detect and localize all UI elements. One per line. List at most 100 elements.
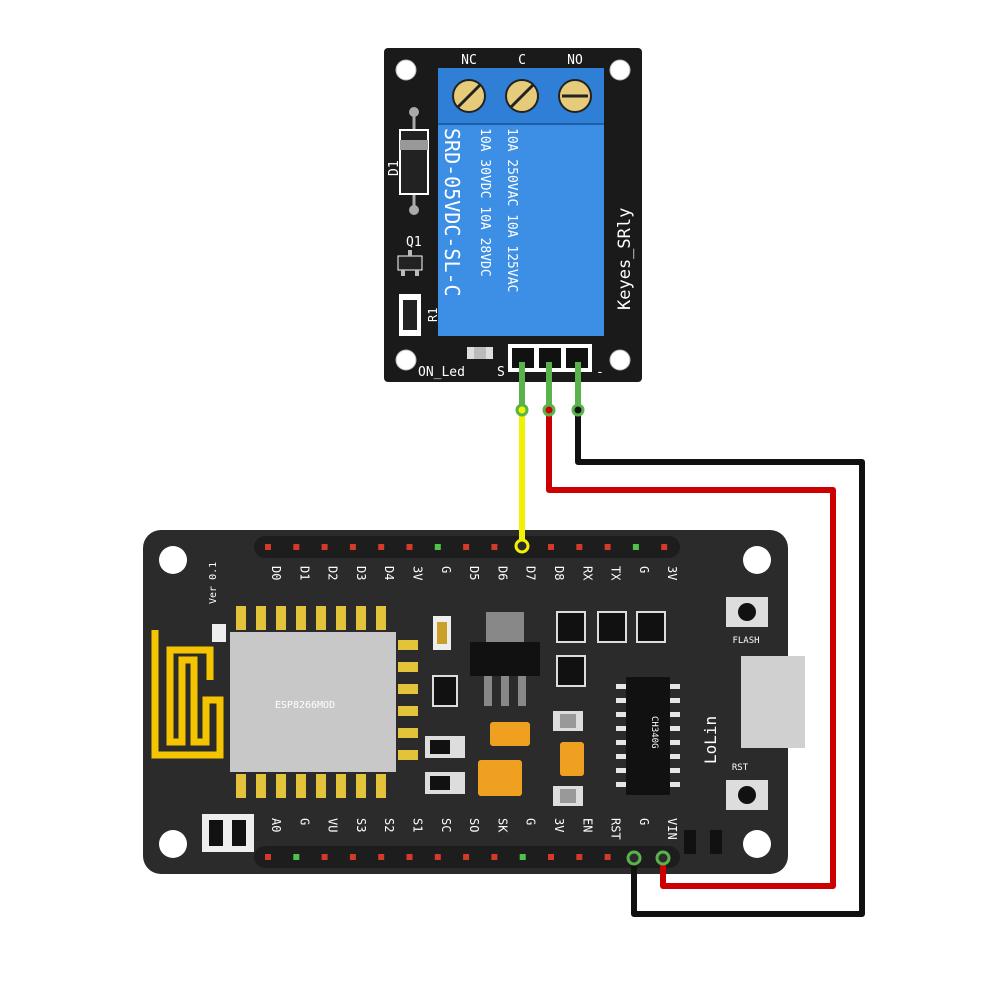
terminal-label-no: NO [567,53,583,68]
relay-spec-line1: 10A 250VAC 10A 125VAC [504,128,519,292]
top-pin-label: 3V [665,566,679,580]
transistor-small [432,675,458,707]
bottom-pin-s3 [349,854,356,860]
bottom-pin-label: G [297,818,311,825]
relay-brand: Keyes_SRly [615,208,635,310]
esp-pin [398,706,418,716]
d7-pin-connection [514,538,530,554]
esp-pin [336,774,346,798]
resistor-r1 [399,294,421,336]
top-pin-label: D5 [467,566,481,580]
terminal-screw-nc[interactable] [452,79,486,113]
esp-pin [398,728,418,738]
esp-pin [376,774,386,798]
top-pin-d2 [321,544,328,550]
board-brand: LoLin [701,716,720,764]
bottom-pin-g [293,854,300,860]
smd-diode [425,736,465,758]
top-pin-label: D4 [382,566,396,580]
g-pin-connection [626,850,642,866]
bottom-pin-label: G [637,818,651,825]
esp-pin [236,774,246,798]
esp-pin [356,774,366,798]
mounting-hole [743,546,771,574]
bottom-pin-label: SC [439,818,453,832]
esp-pin [398,684,418,694]
esp-pin [316,774,326,798]
bottom-pin-sk [491,854,498,860]
esp8266-module [230,632,396,772]
voltage-regulator [470,612,540,706]
esp-pin [296,774,306,798]
bottom-pin-label: S2 [382,818,396,832]
esp-pin [276,606,286,630]
bottom-pin-label: VU [326,818,340,832]
esp-pin [296,606,306,630]
top-pin-rx [576,544,583,550]
wire-end-power [542,403,556,417]
bottom-pin-label: A0 [269,818,283,832]
esp-pin [356,606,366,630]
bottom-pin-rst [604,854,611,860]
top-pin-d6 [491,544,498,550]
bottom-pin-label: SO [467,818,481,832]
transistor-q1 [397,250,423,276]
mounting-hole [609,349,631,371]
flash-button[interactable] [726,597,768,627]
micro-usb-port[interactable] [741,656,805,748]
minus-pin-label: - [596,365,604,380]
bottom-right-parts [684,830,722,854]
wires [514,362,865,917]
mounting-hole [743,830,771,858]
mounting-hole [395,349,417,371]
mounting-hole [159,546,187,574]
top-pin-label: G [439,566,453,573]
mounting-hole [159,830,187,858]
top-pin-tx [604,544,611,550]
top-pin-label: G [637,566,651,573]
mounting-hole [395,59,417,81]
diode-label: D1 [387,160,402,176]
top-pin-d8 [548,544,554,550]
signal-pin-label: S [497,365,505,380]
smd-parts [553,611,666,806]
bottom-pin-s1 [406,854,413,860]
bottom-left-jumpers [202,814,254,852]
esp-pin [276,774,286,798]
top-pin-label: RX [580,566,594,581]
version-label: Ver 0.1 [208,562,219,604]
relay-model: SRD-05VDC-SL-C [440,128,464,297]
top-pin-d5 [463,544,470,550]
terminal-screw-c[interactable] [505,79,539,113]
terminal-label-nc: NC [461,53,477,68]
bottom-pin-so [463,854,470,860]
bottom-pin-label: S3 [354,818,368,832]
mounting-hole [609,59,631,81]
top-pin-g [632,544,639,550]
transistor-label: Q1 [406,235,422,250]
terminal-screw-no[interactable] [558,79,592,113]
bottom-pin-label: SK [495,818,509,833]
top-pin-label: D1 [297,566,311,580]
bottom-pin-label: 3V [552,818,566,832]
reset-button[interactable] [726,780,768,810]
top-pin-d4 [378,544,385,550]
diode-d1 [399,107,429,215]
module-led [212,624,226,642]
relay-module: NC C NO 10A 250VAC 10A 125VAC 10A 30VDC … [384,48,642,382]
relay-pin-s [519,362,525,408]
bottom-pin-en [576,854,583,860]
esp-pin [256,606,266,630]
bottom-pin-label: EN [580,818,594,832]
top-pin-label: 3V [411,566,425,580]
relay-spec-line2: 10A 30VDC 10A 28VDC [477,128,492,277]
usb-chip-label: CH340G [649,716,659,749]
vin-pin-connection [655,850,671,866]
top-pin-label: D3 [354,566,368,580]
bottom-pin-label: G [524,818,538,825]
wifi-antenna [151,630,224,759]
bottom-pin-sc [434,854,441,860]
esp-module-pins [236,606,418,798]
